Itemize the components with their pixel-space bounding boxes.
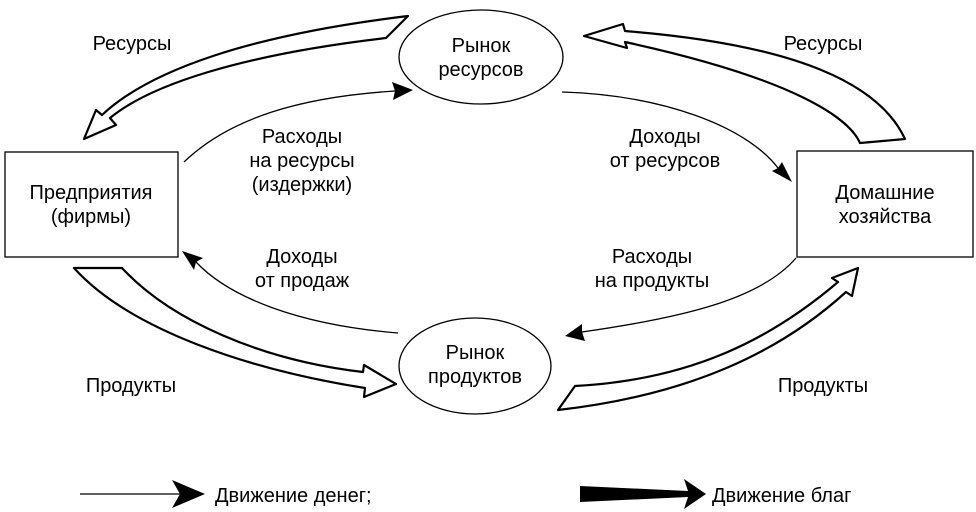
resources-right-label: Ресурсы — [784, 33, 863, 55]
legend-goods: Движение благ — [580, 479, 851, 509]
product-market-label-1: Рынок — [446, 342, 505, 364]
svg-text:Расходы: Расходы — [612, 246, 692, 268]
firms-node: Предприятия (фирмы) — [4, 151, 179, 258]
money-arrow-firm-expenses — [183, 90, 396, 163]
resources-left-label: Ресурсы — [93, 33, 172, 55]
households-label-2: хозяйства — [839, 206, 932, 228]
household-income-label: Доходы от ресурсов — [610, 126, 721, 172]
products-right-label: Продукты — [778, 375, 868, 397]
firms-label-1: Предприятия — [30, 182, 153, 204]
svg-text:(издержки): (издержки) — [252, 174, 352, 196]
product-market-node: Рынок продуктов — [398, 317, 552, 415]
firm-income-label: Доходы от продаж — [255, 246, 350, 292]
resource-market-node: Рынок ресурсов — [398, 9, 564, 105]
goods-arrow-products-left — [72, 266, 398, 399]
money-arrows — [183, 90, 797, 334]
goods-arrow-products-right — [556, 266, 860, 412]
goods-arrow-resources-right — [582, 22, 907, 145]
legend-money-label: Движение денег; — [215, 485, 372, 507]
money-arrow-household-income — [561, 91, 779, 169]
svg-text:от продаж: от продаж — [255, 270, 350, 292]
legend-goods-label: Движение благ — [712, 485, 851, 507]
svg-text:от ресурсов: от ресурсов — [610, 150, 721, 172]
products-left-label: Продукты — [86, 375, 176, 397]
firms-label-2: (фирмы) — [51, 206, 131, 228]
goods-arrow-resources-left — [82, 14, 410, 141]
svg-text:Расходы: Расходы — [262, 126, 342, 148]
resource-market-label-1: Рынок — [452, 35, 511, 57]
money-arrow-firm-income — [195, 261, 399, 334]
product-market-label-2: продуктов — [428, 366, 522, 388]
svg-text:Доходы: Доходы — [266, 246, 337, 268]
svg-text:Доходы: Доходы — [629, 126, 700, 148]
households-label-1: Домашние — [835, 182, 934, 204]
svg-text:на продукты: на продукты — [595, 270, 710, 292]
svg-text:на ресурсы: на ресурсы — [249, 150, 354, 172]
money-arrowheads — [182, 82, 792, 341]
firm-expenses-label: Расходы на ресурсы (издержки) — [249, 126, 354, 196]
resource-market-label-2: ресурсов — [438, 59, 523, 81]
money-arrow-household-expenses — [581, 257, 797, 333]
household-expenses-label: Расходы на продукты — [595, 246, 710, 292]
households-node: Домашние хозяйства — [796, 150, 974, 258]
legend-money: Движение денег; — [80, 480, 372, 508]
